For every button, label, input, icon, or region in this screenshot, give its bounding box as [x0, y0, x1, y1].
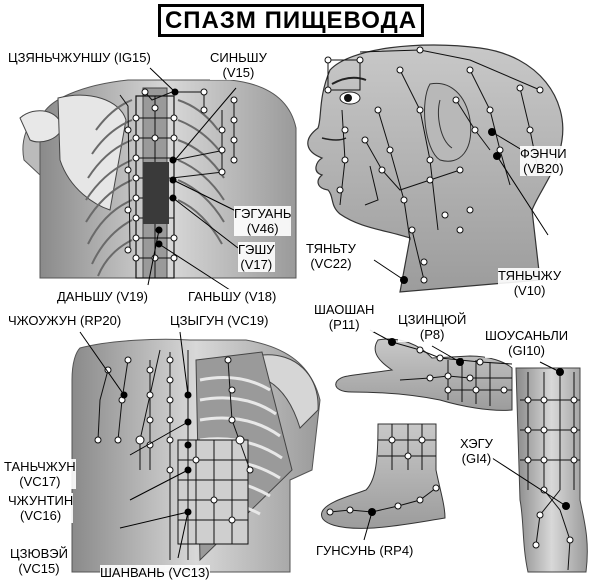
- label-v10-name: ТЯНЬЧЖУ: [498, 268, 562, 283]
- label-v46-name: ГЭГУАНЬ: [234, 206, 292, 221]
- label-v17-code: (V17): [240, 257, 273, 272]
- label-v46: ГЭГУАНЬ (V46): [234, 206, 292, 236]
- label-rp20: ЧЖОУЖУН (RP20): [8, 313, 122, 328]
- label-p11-name: ШАОШАН: [314, 302, 375, 317]
- label-gi10-code: (GI10): [508, 343, 545, 358]
- label-v46-code: (V46): [246, 221, 279, 236]
- head-figure: [307, 44, 564, 293]
- label-p8-name: ЦЗИНЦЮЙ: [398, 312, 467, 327]
- label-vc15: ЦЗЮВЭЙ (VC15): [10, 546, 68, 576]
- label-p11-code: (P11): [328, 317, 360, 332]
- label-ig15: ЦЗЯНЬЧЖУНШУ (IG15): [8, 50, 151, 65]
- label-gi4: ХЭГУ (GI4): [460, 436, 493, 466]
- label-vc17: ТАНЬЧЖУН (VC17): [4, 459, 76, 489]
- label-gi4-name: ХЭГУ: [460, 436, 493, 451]
- back-figure: [19, 79, 297, 279]
- label-gi4-code: (GI4): [461, 451, 492, 466]
- label-v15: СИНЬШУ (V15): [210, 50, 267, 80]
- label-p8-code: (P8): [419, 327, 445, 342]
- label-vc15-code: (VC15): [18, 561, 60, 576]
- label-rp20-text: ЧЖОУЖУН (RP20): [8, 313, 122, 328]
- title-frame: СПАЗМ ПИЩЕВОДА: [158, 4, 424, 37]
- label-vc15-name: ЦЗЮВЭЙ: [10, 546, 68, 561]
- label-vc22-code: (VC22): [310, 256, 352, 271]
- label-vc22-name: ТЯНЬТУ: [306, 241, 356, 256]
- label-vc13: ШАНВАНЬ (VC13): [100, 565, 210, 580]
- chest-figure: [71, 338, 321, 573]
- label-v19-text: ДАНЬШУ (V19): [57, 289, 148, 304]
- label-v10: ТЯНЬЧЖУ (V10): [498, 268, 562, 298]
- label-v17-name: ГЭШУ: [238, 242, 275, 257]
- page-title: СПАЗМ ПИЩЕВОДА: [164, 6, 418, 34]
- label-vc16: ЧЖУНТИН (VC16): [8, 493, 74, 523]
- label-vc17-code: (VC17): [19, 474, 61, 489]
- forearm-figure: [515, 367, 588, 573]
- label-v10-code: (V10): [513, 283, 546, 298]
- label-vb20-name: ФЭНЧИ: [520, 146, 567, 161]
- label-vc13-text: ШАНВАНЬ (VC13): [100, 565, 210, 580]
- label-vc19: ЦЗЫГУН (VC19): [170, 313, 269, 328]
- label-v18-text: ГАНЬШУ (V18): [188, 289, 277, 304]
- label-gi10: ШОУСАНЬЛИ (GI10): [485, 328, 569, 358]
- label-v17: ГЭШУ (V17): [238, 242, 275, 272]
- hand-figure: [335, 338, 513, 411]
- label-p11: ШАОШАН (P11): [314, 302, 375, 332]
- label-v15-code: (V15): [222, 65, 255, 80]
- label-v18: ГАНЬШУ (V18): [188, 289, 277, 304]
- foot-figure: [321, 423, 446, 529]
- leader-lines: [79, 67, 567, 559]
- label-vc16-name: ЧЖУНТИН: [8, 493, 74, 508]
- label-vc22: ТЯНЬТУ (VC22): [306, 241, 356, 271]
- label-vc19-text: ЦЗЫГУН (VC19): [170, 313, 269, 328]
- label-v15-name: СИНЬШУ: [210, 50, 267, 65]
- label-rp4-text: ГУНСУНЬ (RP4): [316, 543, 414, 558]
- label-vb20-code: (VB20): [523, 161, 564, 176]
- label-vb20: ФЭНЧИ (VB20): [520, 146, 567, 176]
- label-gi10-name: ШОУСАНЬЛИ: [485, 328, 569, 343]
- label-vc16-code: (VC16): [20, 508, 62, 523]
- label-v19: ДАНЬШУ (V19): [57, 289, 148, 304]
- label-p8: ЦЗИНЦЮЙ (P8): [398, 312, 467, 342]
- label-rp4: ГУНСУНЬ (RP4): [316, 543, 414, 558]
- label-ig15-text: ЦЗЯНЬЧЖУНШУ (IG15): [8, 50, 151, 65]
- label-vc17-name: ТАНЬЧЖУН: [4, 459, 76, 474]
